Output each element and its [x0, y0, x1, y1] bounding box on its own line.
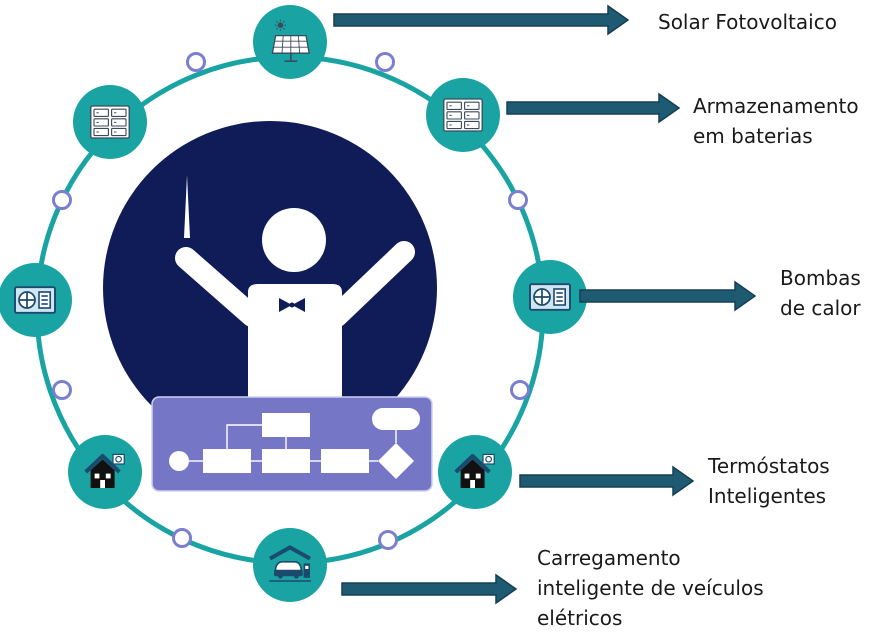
- label-thermostat-line1: Termóstatos: [708, 454, 830, 478]
- label-battery-line2: em baterias: [693, 124, 813, 148]
- ring-connector: [378, 530, 398, 550]
- label-heatpump-line1: Bombas: [780, 266, 861, 290]
- label-solar-line1: Solar Fotovoltaico: [658, 10, 837, 34]
- label-ev-line3: elétricos: [537, 606, 623, 630]
- node-thermostat-left: [68, 435, 142, 509]
- heat-pump-icon: [529, 283, 571, 311]
- arrow-solar: [333, 4, 630, 36]
- arrow-battery: [506, 92, 681, 124]
- flowchart-panel: [151, 396, 433, 492]
- label-heatpump: Bombas de calor: [780, 263, 861, 323]
- node-heatpump-right: [513, 260, 587, 334]
- label-battery-line1: Armazenamento: [693, 94, 859, 118]
- arrow-heatpump: [579, 280, 757, 312]
- ring-connector: [172, 528, 192, 548]
- node-ev: [253, 528, 327, 602]
- ring-connector: [508, 190, 528, 210]
- ring-connector: [52, 380, 72, 400]
- label-thermostat: Termóstatos Inteligentes: [708, 451, 830, 511]
- conductor-figure-icon: [175, 175, 415, 400]
- node-battery-left: [73, 85, 147, 159]
- battery-rack-icon: [443, 98, 483, 132]
- label-solar: Solar Fotovoltaico: [658, 7, 837, 37]
- label-heatpump-line2: de calor: [780, 296, 861, 320]
- device-nodes: [0, 5, 587, 602]
- heat-pump-icon: [14, 286, 56, 314]
- label-ev: Carregamento inteligente de veículos elé…: [537, 543, 764, 633]
- node-battery-right: [426, 78, 500, 152]
- arrow-ev: [341, 573, 518, 605]
- battery-rack-icon: [90, 105, 130, 139]
- label-thermostat-line2: Inteligentes: [708, 484, 827, 508]
- arrow-thermostat: [519, 465, 695, 497]
- ring-connector: [186, 52, 206, 72]
- node-heatpump-left: [0, 263, 72, 337]
- ring-connector: [510, 380, 530, 400]
- label-battery: Armazenamento em baterias: [693, 91, 859, 151]
- ring-connector: [52, 190, 72, 210]
- node-thermostat-right: [438, 435, 512, 509]
- arrows: [333, 4, 757, 605]
- node-solar: [253, 5, 327, 79]
- label-ev-line2: inteligente de veículos: [537, 576, 764, 600]
- label-ev-line1: Carregamento: [537, 546, 681, 570]
- ring-connector: [375, 52, 395, 72]
- ring-connectors: [52, 52, 530, 550]
